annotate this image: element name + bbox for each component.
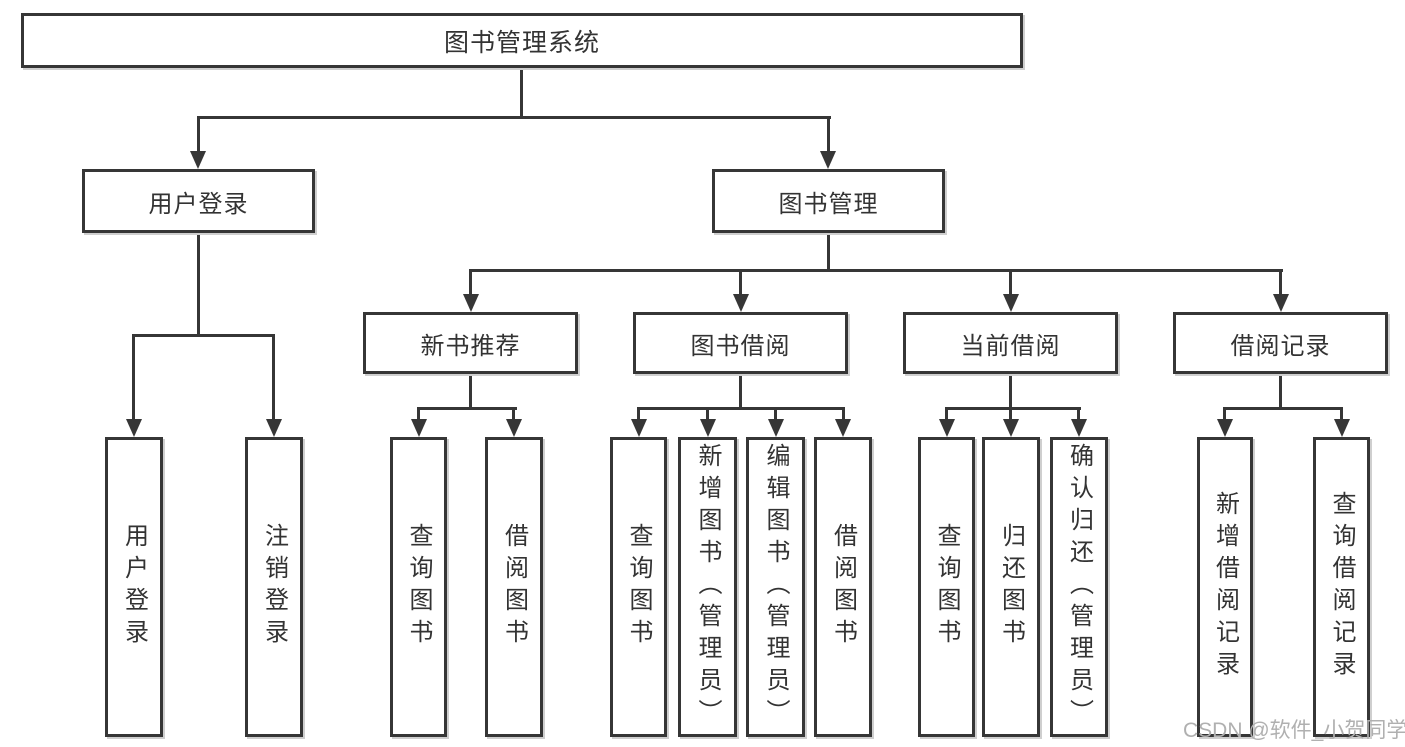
arrowhead-icon [190,151,206,169]
connector-line [1009,407,1012,421]
node-label: 新增图书（管理员） [694,443,721,731]
node-new-book-recommend: 新书推荐 [363,312,578,374]
connector-line [945,407,948,421]
connector-line [945,407,1081,410]
connector-line [132,334,135,421]
node-label: 当前借阅 [960,332,1061,360]
connector-line [469,269,472,297]
leaf-user-login: 用户登录 [105,437,163,737]
node-label: 归还图书 [997,523,1025,651]
node-book-management: 图书管理 [712,169,945,233]
node-label: 图书管理系统 [443,28,600,57]
arrowhead-icon [700,419,716,437]
arrowhead-icon [1334,419,1350,437]
connector-line [197,116,200,154]
node-label: 查询借阅记录 [1328,491,1355,683]
connector-line [827,233,830,272]
node-label: 借阅图书 [500,523,528,651]
connector-line [1279,269,1282,297]
node-current-borrowing: 当前借阅 [903,312,1118,374]
connector-line [1009,374,1012,410]
node-label: 确认归还（管理员） [1065,443,1093,731]
node-label: 查询图书 [933,523,960,651]
connector-line [1223,407,1343,410]
arrowhead-icon [266,419,282,437]
arrowhead-icon [506,419,522,437]
connector-line [512,407,515,421]
node-label: 新书推荐 [420,332,521,360]
connector-line [417,407,517,410]
node-label: 注销登录 [260,523,288,651]
arrowhead-icon [835,419,851,437]
leaf-query-books-borrowing: 查询图书 [610,437,667,737]
connector-line [197,116,831,119]
node-user-login: 用户登录 [82,169,315,233]
connector-line [842,407,845,421]
connector-line [774,407,777,421]
connector-line [272,334,275,421]
node-book-borrowing: 图书借阅 [633,312,848,374]
arrowhead-icon [411,419,427,437]
leaf-query-books-current: 查询图书 [918,437,975,737]
connector-line [739,374,742,410]
arrowhead-icon [1217,419,1233,437]
node-label: 查询图书 [405,523,432,651]
connector-line [637,407,640,421]
node-label: 图书管理 [778,190,879,218]
node-library-management-system: 图书管理系统 [21,13,1023,68]
leaf-add-books-admin: 新增图书（管理员） [678,437,737,737]
connector-line [637,407,845,410]
node-label: 图书借阅 [690,332,791,360]
leaf-return-books: 归还图书 [982,437,1040,737]
connector-line [706,407,709,421]
connector-line [1223,407,1226,421]
arrowhead-icon [631,419,647,437]
leaf-query-books-recommend: 查询图书 [390,437,447,737]
arrowhead-icon [733,294,749,312]
connector-line [132,334,275,337]
connector-line [1077,407,1080,421]
arrowhead-icon [820,151,836,169]
connector-line [1009,269,1012,297]
leaf-borrow-books: 借阅图书 [814,437,872,737]
node-label: 借阅图书 [829,523,857,651]
node-label: 用户登录 [148,190,249,218]
node-label: 查询图书 [625,523,652,651]
leaf-borrow-books-recommend: 借阅图书 [485,437,543,737]
arrowhead-icon [1071,419,1087,437]
leaf-edit-books-admin: 编辑图书（管理员） [746,437,805,737]
connector-line [1279,374,1282,410]
connector-line [520,68,523,119]
connector-line [469,269,1283,272]
leaf-confirm-return-admin: 确认归还（管理员） [1050,437,1108,737]
leaf-add-borrow-record: 新增借阅记录 [1197,437,1253,737]
node-label: 用户登录 [120,523,148,651]
node-label: 编辑图书（管理员） [762,443,789,731]
connector-line [197,233,200,337]
arrowhead-icon [463,294,479,312]
connector-line [417,407,420,421]
node-label: 借阅记录 [1230,332,1331,360]
connector-line [1340,407,1343,421]
arrowhead-icon [126,419,142,437]
arrowhead-icon [1003,294,1019,312]
arrowhead-icon [1273,294,1289,312]
leaf-query-borrow-record: 查询借阅记录 [1313,437,1370,737]
arrowhead-icon [1003,419,1019,437]
leaf-logout: 注销登录 [245,437,303,737]
connector-line [739,269,742,297]
arrowhead-icon [939,419,955,437]
node-label: 新增借阅记录 [1211,491,1239,683]
connector-line [469,374,472,410]
node-borrowing-records: 借阅记录 [1173,312,1388,374]
csdn-watermark: CSDN @软件_小贺同学 [1183,719,1405,742]
arrowhead-icon [768,419,784,437]
connector-line [827,116,830,154]
